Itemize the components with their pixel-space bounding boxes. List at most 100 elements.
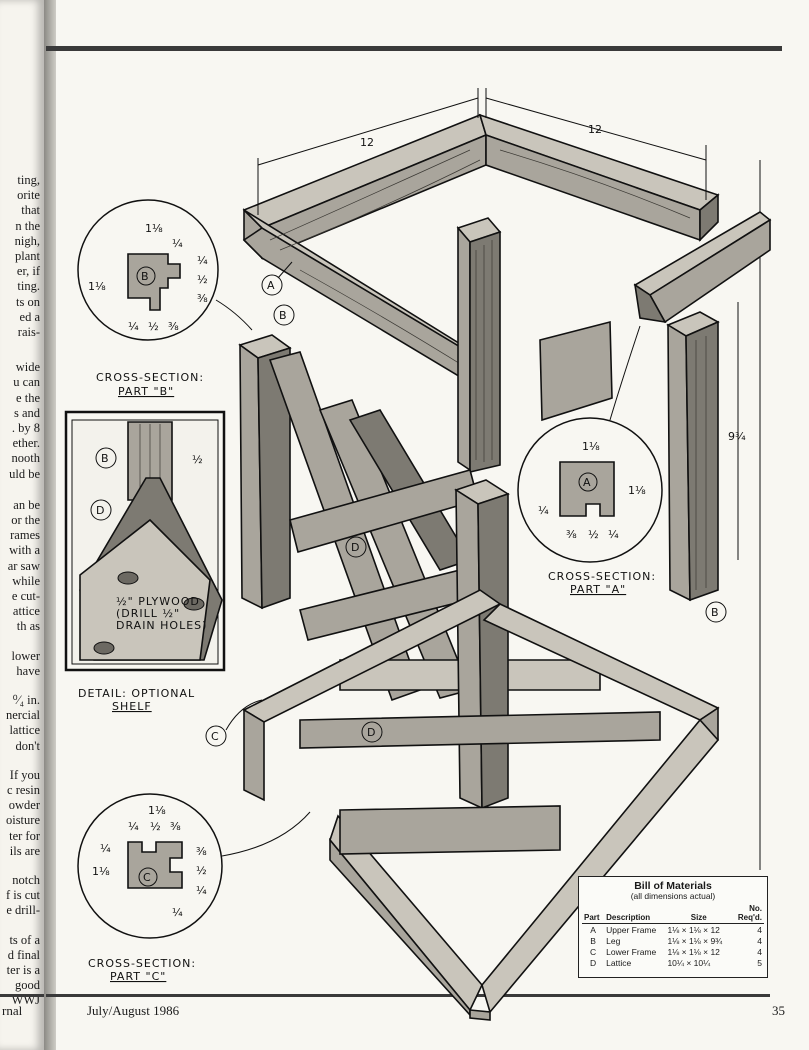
detail-half-dim: ½ (192, 453, 203, 466)
cs-a-dim-bottom-quarter: ¼ (608, 528, 619, 541)
center-leg-upper (456, 217, 502, 474)
left-page-footer: rnal (2, 1003, 23, 1018)
left-page-text-fragment: ar saw (7, 558, 40, 573)
left-page-text-fragment: oisture (5, 813, 40, 828)
bottom-rule (46, 994, 770, 997)
left-page-text-fragment: an be (13, 497, 40, 512)
cross-section-b-part: PART "B" (118, 385, 174, 398)
cs-b-dim-left: 1⅛ (88, 280, 106, 293)
left-page-text-fragment: u can (13, 375, 40, 390)
cross-section-a-part-label: A (583, 476, 592, 489)
upper-frame-end-piece (633, 211, 772, 324)
bom-header-description: Description (604, 903, 666, 924)
bom-header-size: Size (665, 903, 733, 924)
left-page-text-fragment: good (15, 978, 40, 993)
left-page-text-fragment: c resin (7, 783, 40, 797)
left-page-text-fragment: e cut- (11, 589, 40, 603)
cs-c-dim-bottom-quarter: ¼ (172, 906, 183, 919)
upper-frame (242, 113, 720, 392)
left-page-text-fragment: lower (11, 648, 40, 663)
left-page-text-fragment: uld be (9, 466, 40, 481)
left-page-text-fragment: lattice (9, 723, 40, 738)
left-page-text-fragment: or the (11, 513, 40, 527)
left-page-text-fragment: with a (9, 543, 40, 558)
left-page-text-fragment: n the (15, 218, 40, 233)
left-page-text-fragment: th as (16, 619, 40, 634)
left-page-text-fragment: f is cut (5, 888, 40, 903)
part-d-label-lower: D (367, 726, 376, 739)
left-page-text-fragment: d final (7, 947, 40, 962)
plywood-note-3: DRAIN HOLES) (116, 619, 207, 632)
cs-c-dim-right-eighths: ⅜ (196, 845, 207, 858)
left-page-text-fragment: ter is a (6, 963, 40, 977)
bom-header-qty: No.Req'd. (732, 903, 764, 924)
part-b-label-right: B (711, 606, 720, 619)
cs-c-dim-left: 1⅛ (92, 865, 110, 878)
cs-a-dim-top: 1⅛ (582, 440, 600, 453)
cs-a-dim-right: 1⅛ (628, 484, 646, 497)
left-page-text-fragment: e drill- (6, 903, 40, 918)
left-page-text-fragment: ed a (19, 309, 40, 324)
left-page-text-fragment: ⁰⁄₄ in. (12, 693, 40, 707)
cs-c-dim-top-eighths: ⅜ (170, 820, 181, 833)
cs-a-dim-bottom-half: ½ (588, 528, 599, 541)
lower-frame (242, 589, 720, 1021)
part-d-label-circle (345, 536, 367, 558)
detail-part-b-label: B (101, 452, 110, 465)
upper-frame-dimensions (257, 88, 761, 870)
detail-subtitle: SHELF (112, 700, 152, 713)
cross-section-b-part-label: B (141, 270, 150, 283)
left-page-text-fragment: rais- (17, 325, 40, 339)
part-a-label: A (267, 279, 276, 292)
left-page-text-fragment: attice (12, 604, 40, 619)
left-page-text-fragment: while (12, 573, 40, 588)
part-b-label-circle-right (705, 601, 727, 623)
page-gutter (44, 0, 56, 1050)
left-page-text-fragment: nercial (5, 708, 40, 723)
footer-date: July/August 1986 (87, 1003, 180, 1018)
top-rule (46, 46, 782, 51)
bom-title: Bill of Materials (634, 880, 712, 892)
plywood-note-1: ½" PLYWOOD (116, 595, 200, 608)
cs-b-dim-eighths-right: ⅜ (197, 292, 208, 305)
cross-section-a-part: PART "A" (570, 583, 626, 596)
cross-section-c-title: CROSS-SECTION: (88, 957, 196, 970)
table-row: C Lower Frame 1⅛ × 1⅛ × 12 4 (590, 946, 762, 957)
detail-optional-shelf: B D ½ ½" PLYWOOD (DRILL ½" DRAIN HOLES) (64, 410, 226, 672)
table-row: A Upper Frame 1⅛ × 1⅛ × 12 4 (590, 924, 762, 935)
left-page-text-fragment: nigh, (14, 233, 40, 248)
dim-12-right: 12 (588, 123, 602, 136)
bill-of-materials: Bill of Materials (all dimensions actual… (578, 876, 768, 978)
left-page-text-fragment: wide (15, 360, 40, 375)
left-page-text-fragment: ts on (16, 294, 40, 309)
part-b-label-circle (273, 304, 295, 326)
bom-table: Part Description Size No.Req'd. A Upper … (582, 903, 764, 968)
part-c-label: C (211, 730, 220, 743)
left-leg (238, 334, 292, 610)
cs-c-dim-top: 1⅛ (148, 804, 166, 817)
left-page-text-fragment: don't (15, 738, 40, 753)
cs-a-dim-bottom-eighths: ⅜ (566, 528, 577, 541)
left-page-text-fragment: nooth (11, 451, 40, 466)
left-page-text-fragment: er, if (16, 264, 40, 279)
cross-section-b-title: CROSS-SECTION: (96, 371, 204, 384)
left-page-text-fragment: ils are (9, 843, 40, 858)
page-number: 35 (772, 1003, 785, 1018)
part-b-label: B (279, 309, 288, 322)
left-page-text-fragment: e the (16, 390, 40, 405)
loose-piece (539, 320, 613, 422)
cs-c-dim-right-quarter: ¼ (196, 884, 207, 897)
part-c-label-circle (205, 725, 227, 747)
cs-a-dim-left: ¼ (538, 504, 549, 517)
left-bottom-rule (0, 994, 44, 997)
left-page-text-fragment: orite (17, 188, 40, 203)
left-page-text-fragment: . by 8 (11, 421, 40, 435)
cs-b-dim-bottom-eighths: ⅜ (168, 320, 179, 333)
cs-b-dim-half-right: ½ (197, 273, 208, 286)
detail-part-d-label: D (96, 504, 105, 517)
cs-b-dim-top: 1⅛ (145, 222, 163, 235)
cs-b-dim-quarter-right: ¼ (197, 254, 208, 267)
left-page-text-fragment: ting. (17, 279, 40, 294)
